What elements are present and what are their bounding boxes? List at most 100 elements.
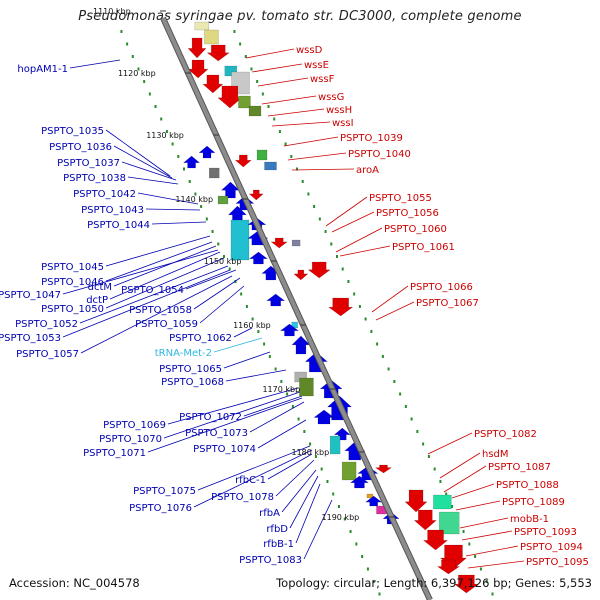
track-dot (355, 542, 358, 546)
track-dot (251, 317, 254, 321)
dotted-track-lines (120, 30, 494, 596)
track-dot (228, 267, 231, 271)
leader-pspto-1070 (163, 391, 301, 439)
leader-pspto-1058 (193, 277, 241, 310)
reverse-feature (299, 377, 314, 397)
track-dot (205, 217, 208, 221)
leader-wssi (271, 121, 331, 127)
leader-pspto-1066 (371, 285, 409, 313)
track-dot (194, 192, 197, 196)
gene-label-wsse: wssE (304, 60, 329, 71)
leader-rfbd (289, 475, 319, 529)
gene-label-pspto-1087: PSPTO_1087 (488, 462, 551, 473)
track-dot (366, 567, 369, 571)
leader-pspto-1050 (105, 257, 225, 309)
reverse-feature (329, 435, 341, 455)
forward-feature (202, 74, 224, 94)
gene-label-aroa: aroA (356, 165, 379, 176)
gene-label-pspto-1093: PSPTO_1093 (514, 527, 577, 538)
gene-label-pspto-1042: PSPTO_1042 (73, 189, 136, 200)
track-dot (284, 142, 287, 146)
gene-label-wssi: wssI (332, 118, 354, 129)
gene-label-pspto-1066: PSPTO_1066 (410, 282, 473, 293)
leader-mobb-1 (459, 517, 509, 529)
leader-pspto-1095 (467, 560, 525, 569)
leader-pspto-1069 (167, 387, 299, 425)
forward-feature (270, 237, 288, 249)
track-dot (416, 430, 419, 433)
track-dot (358, 305, 361, 308)
track-dot (131, 55, 134, 58)
reverse-feature (198, 145, 216, 159)
reverse-feature (208, 167, 220, 179)
reverse-feature (376, 505, 387, 515)
leader-wssh (267, 108, 325, 117)
forward-feature (204, 29, 219, 45)
forward-feature (194, 21, 210, 31)
gene-label-dctp: dctP (86, 295, 108, 306)
track-dot (439, 480, 442, 483)
map-title: Pseudomonas syringae pv. tomato str. DC3… (78, 9, 522, 24)
leader-wssd (245, 48, 295, 59)
leader-dctp (109, 251, 221, 300)
gene-label-pspto-1094: PSPTO_1094 (520, 542, 583, 553)
gene-label-pspto-1074: PSPTO_1074 (193, 444, 256, 455)
track-dot (278, 130, 281, 133)
track-dot (343, 517, 346, 521)
track-dot (313, 205, 316, 208)
reverse-feature (364, 495, 383, 507)
gene-label-pspto-1082: PSPTO_1082 (474, 429, 537, 440)
track-dot (309, 442, 312, 446)
scale-tick-label: 1150 kbp (204, 257, 242, 266)
gene-label-pspto-1062: PSPTO_1062 (169, 333, 232, 344)
reverse-feature (349, 475, 370, 489)
leader-pspto-1047 (62, 249, 219, 295)
gene-label-wssf: wssF (310, 74, 335, 85)
track-dot (410, 417, 413, 421)
scale-tick-label: 1170 kbp (262, 385, 300, 394)
reverse-feature (341, 461, 357, 481)
track-dot (337, 505, 340, 508)
track-dot (364, 317, 367, 321)
gene-label-hopam1-1: hopAM1-1 (17, 64, 68, 75)
gene-label-dctm: dctM (88, 282, 112, 293)
leader-hopam1-1 (69, 59, 121, 69)
forward-feature (327, 297, 354, 317)
track-dot (274, 367, 277, 371)
leader-pspto-1037 (121, 161, 177, 181)
track-dot (468, 542, 471, 546)
forward-feature (206, 44, 231, 62)
track-dot (353, 292, 356, 296)
reverse-feature (291, 335, 311, 355)
track-dot (154, 105, 157, 108)
track-dot (474, 555, 477, 558)
leader-pspto-1052 (79, 265, 229, 324)
forward-feature (264, 161, 277, 171)
gene-label-pspto-1037: PSPTO_1037 (57, 158, 120, 169)
track-dot (450, 505, 453, 508)
gene-label-pspto-1076: PSPTO_1076 (129, 503, 192, 514)
leader-pspto-1088 (451, 483, 495, 499)
leader-rfbc-1 (267, 453, 313, 480)
track-dot (120, 30, 123, 33)
forward-feature (256, 149, 268, 161)
gene-label-pspto-1070: PSPTO_1070 (99, 434, 162, 445)
track-dot (332, 492, 335, 496)
leader-pspto-1062 (233, 327, 253, 338)
track-dot (268, 355, 271, 358)
leader-pspto-1083 (303, 499, 333, 560)
gene-label-rfbc-1: rfbC-1 (235, 475, 266, 486)
gene-label-pspto-1047: PSPTO_1047 (0, 290, 61, 301)
track-dot (240, 292, 243, 296)
track-dot (491, 592, 494, 596)
forward-feature (293, 269, 309, 281)
track-dot (286, 392, 289, 396)
track-dot (297, 417, 300, 421)
leader-pspto-1061 (339, 245, 391, 257)
leader-pspto-1046 (105, 241, 213, 282)
leader-pspto-1071 (147, 397, 303, 453)
forward-feature (413, 509, 437, 531)
track-dot (349, 530, 352, 533)
leader-pspto-1073 (249, 401, 305, 433)
